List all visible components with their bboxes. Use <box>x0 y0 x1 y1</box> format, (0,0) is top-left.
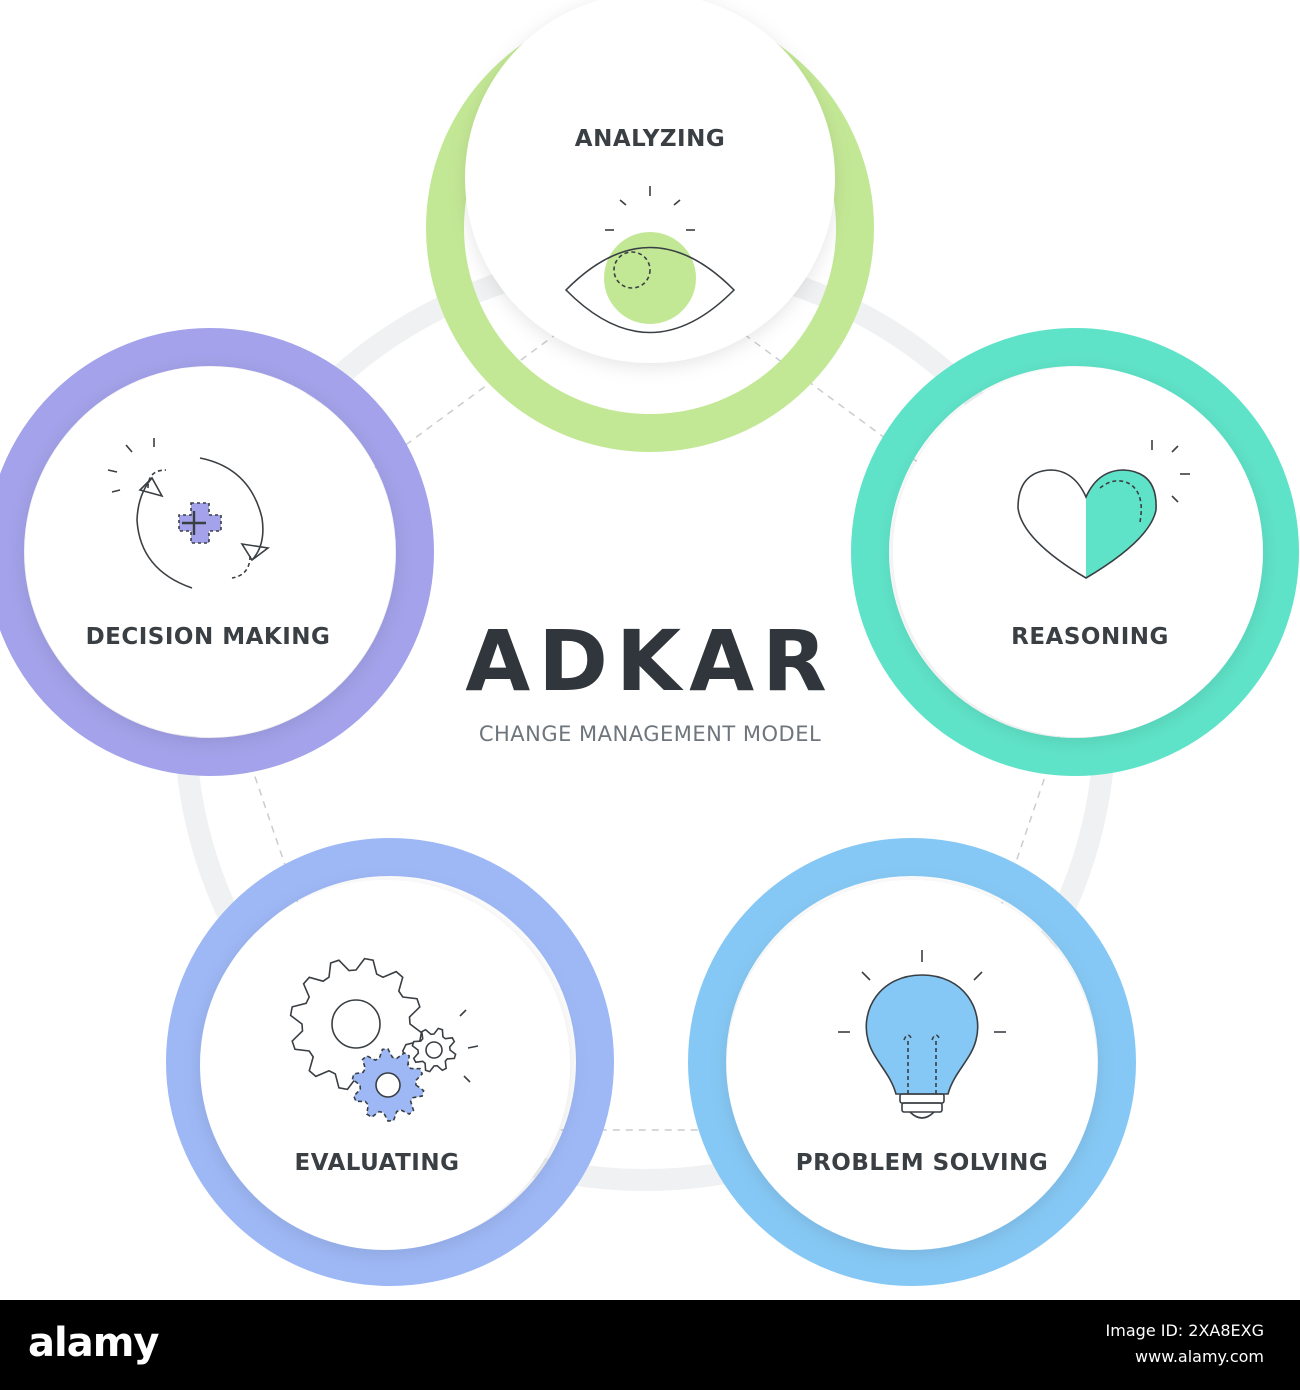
watermark-footer: alamy Image ID: 2XA8EXG www.alamy.com <box>0 1300 1300 1390</box>
stage-label-problem-solving: PROBLEM SOLVING <box>795 1150 1049 1176</box>
arc-decision-making <box>0 328 434 776</box>
stage-circle-reasoning <box>893 367 1263 737</box>
footer-info: Image ID: 2XA8EXG www.alamy.com <box>1106 1318 1264 1370</box>
arc-evaluating <box>166 838 614 1286</box>
gear-shape <box>351 1048 425 1122</box>
stage-label-decision-making: DECISION MAKING <box>85 624 331 650</box>
gear-shape <box>411 1027 457 1073</box>
stage-circle-decision-making <box>25 367 395 737</box>
gears-icon <box>289 957 479 1122</box>
stage-circle-analyzing <box>465 0 835 363</box>
lightbulb-icon <box>838 950 1006 1119</box>
arc-reasoning <box>851 328 1299 776</box>
footer-logo: alamy <box>28 1320 159 1366</box>
stage-label-evaluating: EVALUATING <box>294 1150 460 1176</box>
stage-label-reasoning: REASONING <box>1011 624 1169 650</box>
site-url: www.alamy.com <box>1135 1347 1264 1366</box>
gear-hole <box>425 1041 443 1059</box>
gear-hole <box>375 1072 401 1098</box>
stage-label-analyzing: ANALYZING <box>574 126 726 152</box>
heart-icon <box>1017 440 1190 579</box>
eye-icon <box>564 186 736 334</box>
gear-hole <box>331 999 381 1049</box>
diagram-title: ADKAR <box>465 612 835 710</box>
diagram-subtitle: CHANGE MANAGEMENT MODEL <box>478 722 822 746</box>
adkar-diagram <box>0 0 1299 1286</box>
image-id: Image ID: 2XA8EXG <box>1105 1321 1264 1340</box>
arc-problem-solving <box>688 838 1136 1286</box>
refresh-plus-icon <box>107 438 271 589</box>
